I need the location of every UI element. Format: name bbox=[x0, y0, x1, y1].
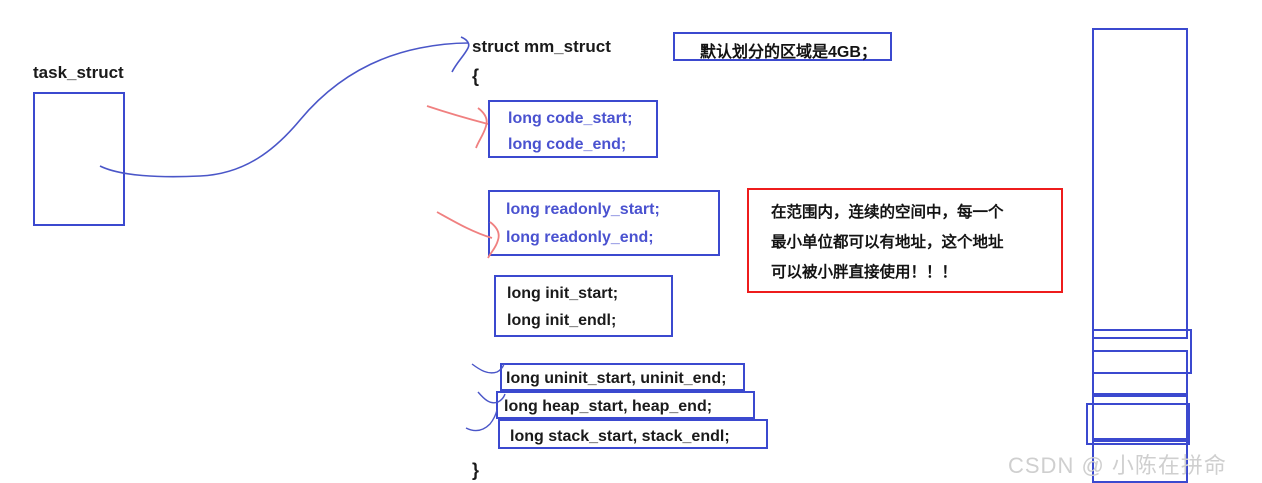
field-box-heap: long heap_start, heap_end; bbox=[496, 391, 755, 419]
note-red-line1: 在范围内，连续的空间中，每一个 bbox=[771, 204, 1004, 221]
field-stack: long stack_start, stack_endl; bbox=[510, 428, 730, 445]
open-brace: { bbox=[472, 66, 480, 86]
field-box-code: long code_start; long code_end; bbox=[488, 100, 658, 158]
curve-task-to-mm bbox=[99, 42, 469, 178]
field-readonly-start: long readonly_start; bbox=[506, 201, 660, 218]
field-box-stack: long stack_start, stack_endl; bbox=[498, 419, 768, 449]
memory-region-main bbox=[1092, 28, 1188, 339]
note-red-box: 在范围内，连续的空间中，每一个 最小单位都可以有地址，这个地址 可以被小胖直接使… bbox=[747, 188, 1063, 293]
note-4gb-text: 默认划分的区域是4GB； bbox=[700, 44, 877, 61]
close-brace: } bbox=[472, 460, 480, 480]
note-red-line2: 最小单位都可以有地址，这个地址 bbox=[771, 234, 1004, 251]
field-readonly-end: long readonly_end; bbox=[506, 229, 654, 246]
arrow-code-pink bbox=[426, 105, 489, 125]
memory-region-2 bbox=[1092, 350, 1188, 395]
field-uninit: long uninit_start, uninit_end; bbox=[506, 370, 727, 387]
mm-struct-header: struct mm_struct bbox=[472, 37, 611, 56]
memory-region-4 bbox=[1092, 395, 1188, 440]
task-struct-label: task_struct bbox=[33, 63, 124, 82]
field-box-readonly: long readonly_start; long readonly_end; bbox=[488, 190, 720, 256]
field-code-start: long code_start; bbox=[508, 110, 633, 127]
field-init-start: long init_start; bbox=[507, 285, 619, 302]
field-box-uninit: long uninit_start, uninit_end; bbox=[500, 363, 745, 391]
memory-region-5 bbox=[1092, 440, 1188, 483]
tick-stack bbox=[465, 409, 498, 432]
task-struct-box bbox=[33, 92, 125, 226]
csdn-watermark: CSDN @ 小陈在拼命 bbox=[1008, 453, 1227, 478]
note-red-line3: 可以被小胖直接使用！！！ bbox=[771, 264, 958, 281]
field-code-end: long code_end; bbox=[508, 136, 627, 153]
field-box-init: long init_start; long init_endl; bbox=[494, 275, 673, 337]
field-heap: long heap_start, heap_end; bbox=[504, 398, 713, 415]
arrowhead-code-pink bbox=[475, 107, 488, 149]
memory-region-3 bbox=[1086, 403, 1190, 445]
arrowhead-mm-struct bbox=[451, 36, 470, 73]
note-4gb-box: 默认划分的区域是4GB； bbox=[673, 32, 892, 61]
arrow-readonly-pink bbox=[436, 211, 493, 239]
field-init-endl: long init_endl; bbox=[507, 312, 617, 329]
